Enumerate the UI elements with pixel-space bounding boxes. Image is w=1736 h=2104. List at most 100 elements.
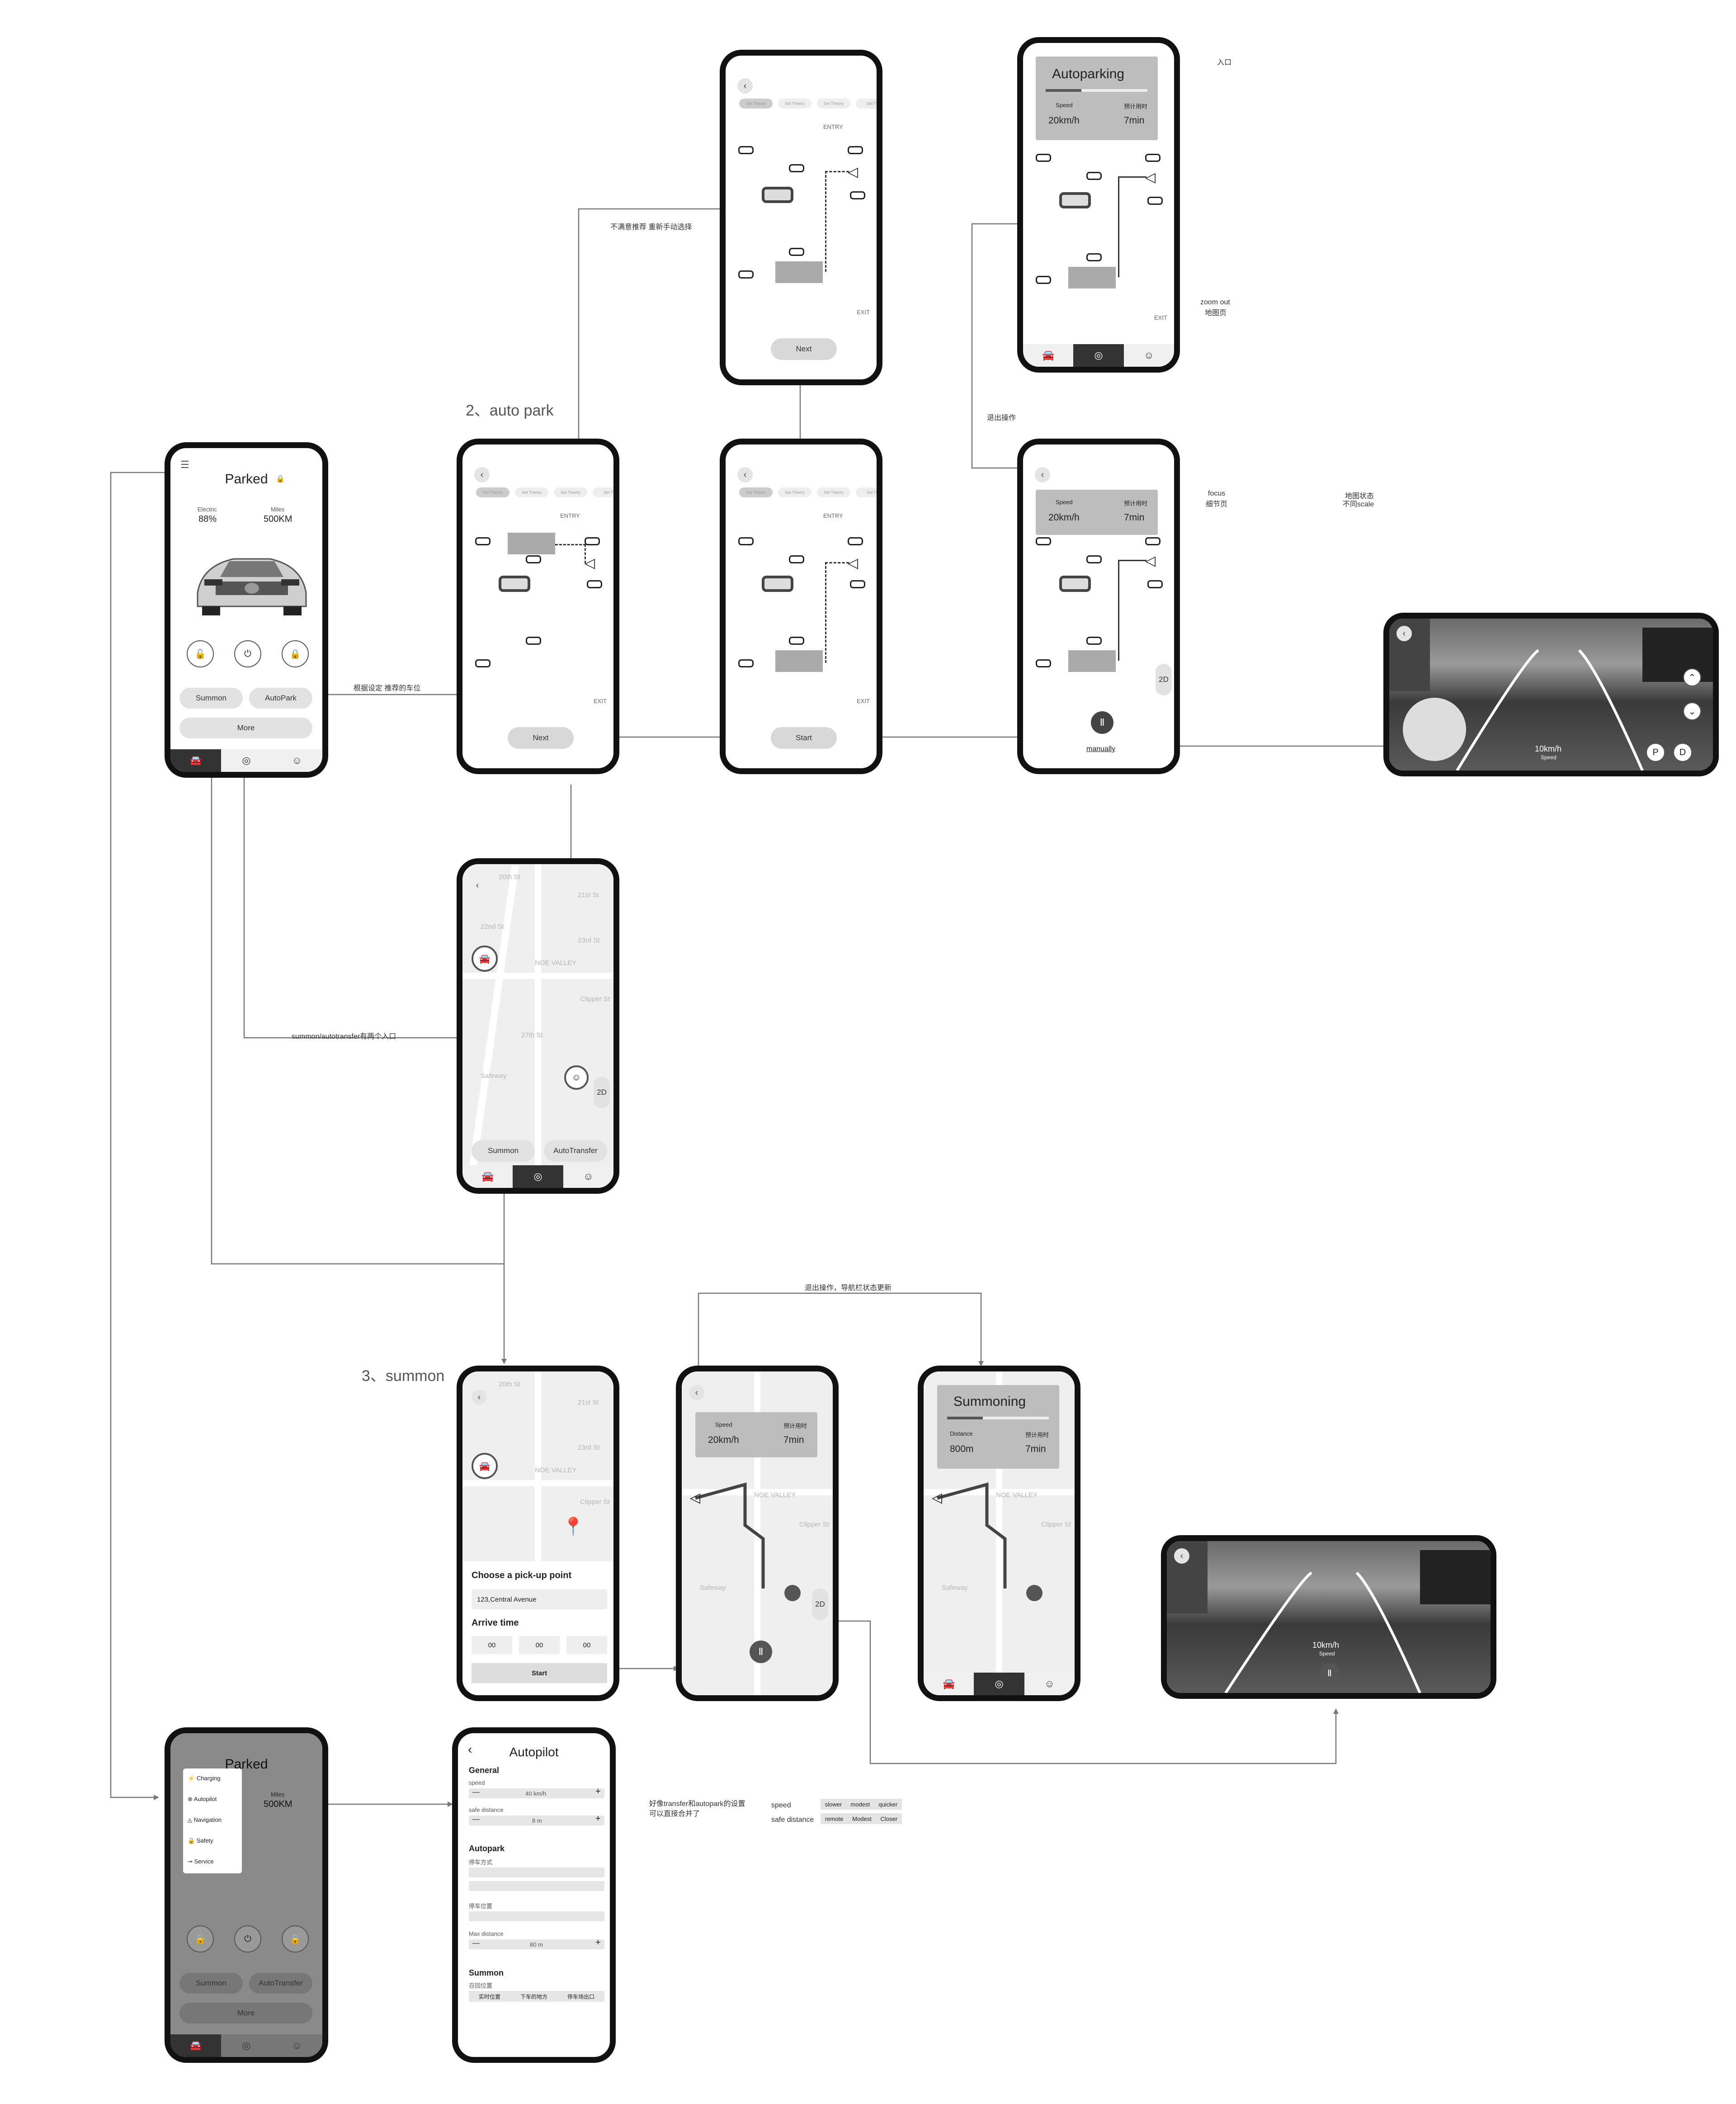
pause-icon[interactable]: Ⅱ bbox=[1091, 711, 1113, 734]
filter-chip[interactable]: Set Theory bbox=[739, 487, 773, 497]
gear-p-button[interactable]: P bbox=[1646, 743, 1665, 762]
distance-option[interactable]: remote bbox=[825, 1815, 844, 1822]
tab-map-icon[interactable]: ◎ bbox=[242, 2040, 251, 2051]
lock-button[interactable]: 🔒 bbox=[282, 640, 309, 667]
more-button[interactable]: More bbox=[179, 718, 312, 738]
address-field[interactable]: 123,Central Avenue bbox=[472, 1589, 607, 1609]
back-button[interactable]: ‹ bbox=[476, 880, 479, 890]
back-button[interactable]: ‹ bbox=[474, 467, 490, 482]
tab-profile-icon[interactable]: ☺ bbox=[583, 1171, 594, 1182]
start-button[interactable]: Start bbox=[472, 1663, 607, 1683]
unlock-button[interactable]: 🔓 bbox=[187, 640, 214, 667]
return-option[interactable]: 实时位置 bbox=[478, 1993, 500, 2000]
car-marker-icon[interactable]: 🚘 bbox=[472, 1453, 498, 1479]
summon-button[interactable]: Summon bbox=[472, 1140, 535, 1162]
back-button[interactable]: ‹ bbox=[737, 467, 753, 482]
filter-chip[interactable]: Set Th bbox=[856, 487, 877, 497]
gear-d-button[interactable]: D bbox=[1673, 743, 1692, 762]
tab-map-icon[interactable]: ◎ bbox=[242, 755, 251, 766]
time-field[interactable]: 00 bbox=[472, 1636, 512, 1654]
return-option[interactable]: 停车场出口 bbox=[567, 1993, 594, 2000]
tab-profile-icon[interactable]: ☺ bbox=[292, 2040, 302, 2051]
back-button[interactable]: ‹ bbox=[737, 78, 753, 94]
pause-icon[interactable]: Ⅱ bbox=[1320, 1663, 1340, 1683]
mirror-down-icon[interactable]: ⌄ bbox=[1683, 702, 1701, 720]
time-field[interactable]: 00 bbox=[566, 1636, 607, 1654]
summon-button[interactable]: Summon bbox=[179, 1973, 243, 1994]
target-spot[interactable] bbox=[775, 261, 823, 283]
next-button[interactable]: Next bbox=[508, 727, 574, 749]
speed-option[interactable]: modest bbox=[850, 1801, 870, 1808]
view-2d-button[interactable]: 2D bbox=[812, 1589, 828, 1620]
autopark-button[interactable]: AutoPark bbox=[249, 688, 312, 709]
manually-link[interactable]: manually bbox=[1086, 745, 1116, 753]
back-button[interactable]: ‹ bbox=[1174, 1548, 1189, 1564]
view-2d-button[interactable]: 2D bbox=[1156, 664, 1172, 695]
distance-stepper[interactable]: — 8 m + bbox=[469, 1814, 604, 1825]
tab-map-icon[interactable]: ◎ bbox=[974, 1673, 1024, 1695]
filter-chip[interactable]: Set Theory bbox=[778, 487, 811, 497]
tab-profile-icon[interactable]: ☺ bbox=[1144, 350, 1154, 361]
max-distance-stepper[interactable]: — 80 m + bbox=[469, 1938, 604, 1949]
filter-chip[interactable]: Set Theory bbox=[515, 487, 548, 497]
menu-item-navigation[interactable]: ◬ Navigation bbox=[188, 1816, 222, 1823]
mirror-up-icon[interactable]: ⌃ bbox=[1683, 668, 1701, 686]
filter-chip[interactable]: Set Theory bbox=[554, 487, 587, 497]
tab-car-icon[interactable]: 🚘 bbox=[1042, 350, 1055, 361]
unlock-button[interactable]: 🔓 bbox=[187, 1925, 214, 1953]
tab-car-icon[interactable]: 🚘 bbox=[170, 2034, 221, 2057]
autotransfer-button[interactable]: AutoTransfer bbox=[249, 1973, 312, 1994]
filter-chip[interactable]: Set Theory bbox=[817, 99, 850, 109]
tab-car-icon[interactable]: 🚘 bbox=[170, 749, 221, 772]
start-button[interactable]: Start bbox=[771, 727, 837, 749]
minus-icon[interactable]: — bbox=[472, 1788, 480, 1796]
filter-chip[interactable]: Set Theory bbox=[817, 487, 850, 497]
more-button[interactable]: More bbox=[179, 2003, 312, 2024]
minus-icon[interactable]: — bbox=[472, 1939, 480, 1947]
tab-map-icon[interactable]: ◎ bbox=[1073, 344, 1124, 367]
distance-option[interactable]: Modest bbox=[852, 1815, 872, 1822]
menu-item-service[interactable]: ⊸ Service bbox=[188, 1858, 214, 1865]
filter-chip[interactable]: Set Th bbox=[593, 487, 613, 497]
back-button[interactable]: ‹ bbox=[472, 1390, 487, 1405]
menu-item-charging[interactable]: ⚡ Charging bbox=[188, 1775, 221, 1782]
speed-stepper[interactable]: — 40 km/h + bbox=[469, 1787, 604, 1798]
pin-icon[interactable]: 📍 bbox=[562, 1517, 585, 1537]
time-field[interactable]: 00 bbox=[519, 1636, 560, 1654]
back-button[interactable]: ‹ bbox=[689, 1385, 704, 1400]
plus-icon[interactable]: + bbox=[595, 1938, 601, 1948]
power-button[interactable]: ⏻ bbox=[234, 640, 261, 667]
minus-icon[interactable]: — bbox=[472, 1816, 480, 1823]
filter-chip[interactable]: Set Theory bbox=[476, 487, 509, 497]
plus-icon[interactable]: + bbox=[595, 1814, 601, 1824]
next-button[interactable]: Next bbox=[771, 338, 837, 360]
summon-button[interactable]: Summon bbox=[179, 688, 243, 709]
filter-chip[interactable]: Set Theory bbox=[778, 99, 811, 109]
lock-button[interactable]: 🔒 bbox=[282, 1925, 309, 1953]
tab-profile-icon[interactable]: ☺ bbox=[292, 755, 302, 766]
return-option[interactable]: 下车的地方 bbox=[520, 1993, 547, 2000]
tab-map-icon[interactable]: ◎ bbox=[513, 1165, 563, 1188]
joystick[interactable] bbox=[1403, 698, 1466, 761]
tab-profile-icon[interactable]: ☺ bbox=[1044, 1678, 1055, 1689]
menu-icon[interactable]: ☰ bbox=[180, 459, 189, 470]
autotransfer-button[interactable]: AutoTransfer bbox=[544, 1140, 607, 1162]
park-position-field[interactable] bbox=[469, 1911, 604, 1921]
tab-car-icon[interactable]: 🚘 bbox=[942, 1678, 955, 1689]
back-button[interactable]: ‹ bbox=[1396, 626, 1412, 641]
menu-item-autopilot[interactable]: ⊛ Autopilot bbox=[188, 1796, 217, 1802]
back-button[interactable]: ‹ bbox=[1035, 467, 1050, 482]
speed-option[interactable]: slower bbox=[825, 1801, 842, 1808]
target-spot[interactable] bbox=[775, 650, 823, 672]
filter-chip[interactable]: Set Th bbox=[856, 99, 877, 109]
tab-car-icon[interactable]: 🚘 bbox=[481, 1171, 494, 1182]
speed-option[interactable]: quicker bbox=[878, 1801, 898, 1808]
car-marker-icon[interactable]: 🚘 bbox=[472, 946, 498, 972]
back-button[interactable]: ‹ bbox=[468, 1742, 472, 1756]
power-button[interactable]: ⏻ bbox=[234, 1925, 261, 1953]
view-2d-button[interactable]: 2D bbox=[594, 1077, 610, 1108]
user-marker-icon[interactable]: ☺ bbox=[564, 1065, 589, 1090]
distance-option[interactable]: Closer bbox=[880, 1815, 898, 1822]
park-mode-field[interactable] bbox=[469, 1868, 604, 1877]
menu-item-safety[interactable]: 🔒 Safety bbox=[188, 1837, 213, 1844]
